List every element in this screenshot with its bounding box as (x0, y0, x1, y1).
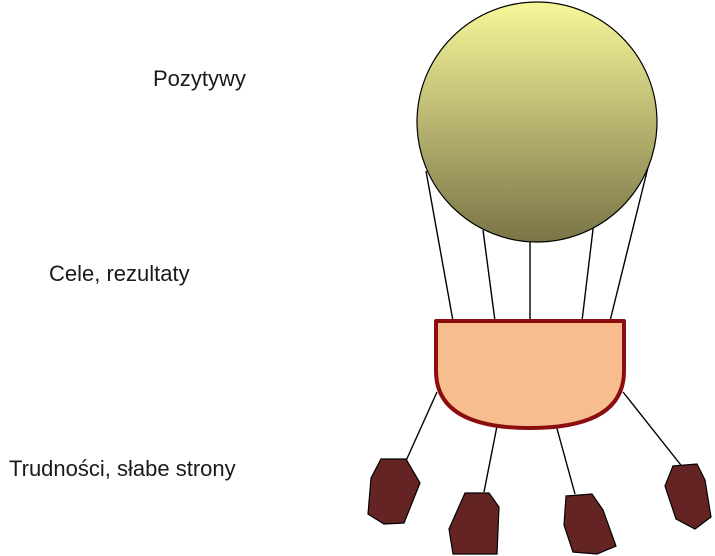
balloon-envelope (417, 2, 657, 242)
weight-3 (564, 494, 616, 554)
weight-rope (623, 392, 684, 469)
weight-rope (484, 426, 497, 492)
weight-rope (556, 425, 575, 494)
balloon-rope (582, 221, 594, 321)
weight-rope (405, 392, 437, 463)
weight-2 (449, 493, 499, 554)
weight-1 (368, 459, 420, 524)
balloon-rope (483, 230, 495, 321)
balloon-basket (436, 321, 624, 428)
weights (368, 459, 711, 554)
weight-4 (665, 464, 711, 529)
